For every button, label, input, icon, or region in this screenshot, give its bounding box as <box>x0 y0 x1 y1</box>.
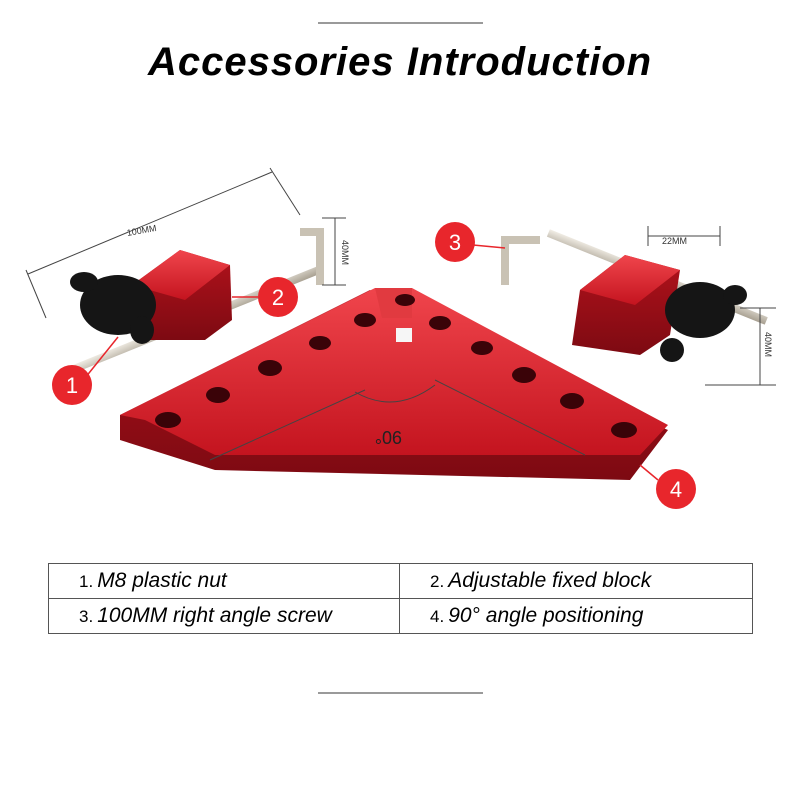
callout-4: 4 <box>639 464 696 509</box>
square-holes <box>155 294 637 438</box>
callout-1: 1 <box>52 336 119 405</box>
callout-3-label: 3 <box>449 230 461 255</box>
legend-item-3: 3.100MM right angle screw <box>48 598 400 634</box>
legend-row: 1.M8 plastic nut 2.Adjustable fixed bloc… <box>48 563 753 599</box>
right-angle-square <box>120 288 668 480</box>
page-title: Accessories Introduction <box>147 40 653 84</box>
top-divider <box>318 22 483 24</box>
callout-1-label: 1 <box>66 373 78 398</box>
left-screw-hook <box>300 228 324 285</box>
dim-22mm: 22MM <box>662 236 687 246</box>
product-illustration: 100MM 40MM 22MM 40MM 90° 1 2 3 4 <box>25 167 776 509</box>
legend-item-1: 1.M8 plastic nut <box>48 563 400 599</box>
dim-40mm-left: 40MM <box>340 240 350 265</box>
legend-item-2: 2.Adjustable fixed block <box>399 563 753 599</box>
legend-table: 1.M8 plastic nut 2.Adjustable fixed bloc… <box>48 563 753 634</box>
right-plastic-nut <box>665 282 735 338</box>
angle-label: 90° <box>375 427 402 447</box>
left-clamp <box>68 228 324 375</box>
callout-3: 3 <box>435 222 506 262</box>
dimension-lines <box>25 167 776 461</box>
bottom-divider <box>318 692 483 694</box>
dim-40mm-right: 40MM <box>763 332 773 357</box>
legend-row: 3.100MM right angle screw 4.90° angle po… <box>48 598 753 634</box>
dim-100mm: 100MM <box>126 223 157 238</box>
right-clamp <box>501 229 768 362</box>
callout-2-label: 2 <box>272 285 284 310</box>
right-screw-hook <box>501 236 540 285</box>
callout-4-label: 4 <box>670 477 682 502</box>
legend-item-4: 4.90° angle positioning <box>399 598 753 634</box>
callout-2: 2 <box>232 277 298 317</box>
